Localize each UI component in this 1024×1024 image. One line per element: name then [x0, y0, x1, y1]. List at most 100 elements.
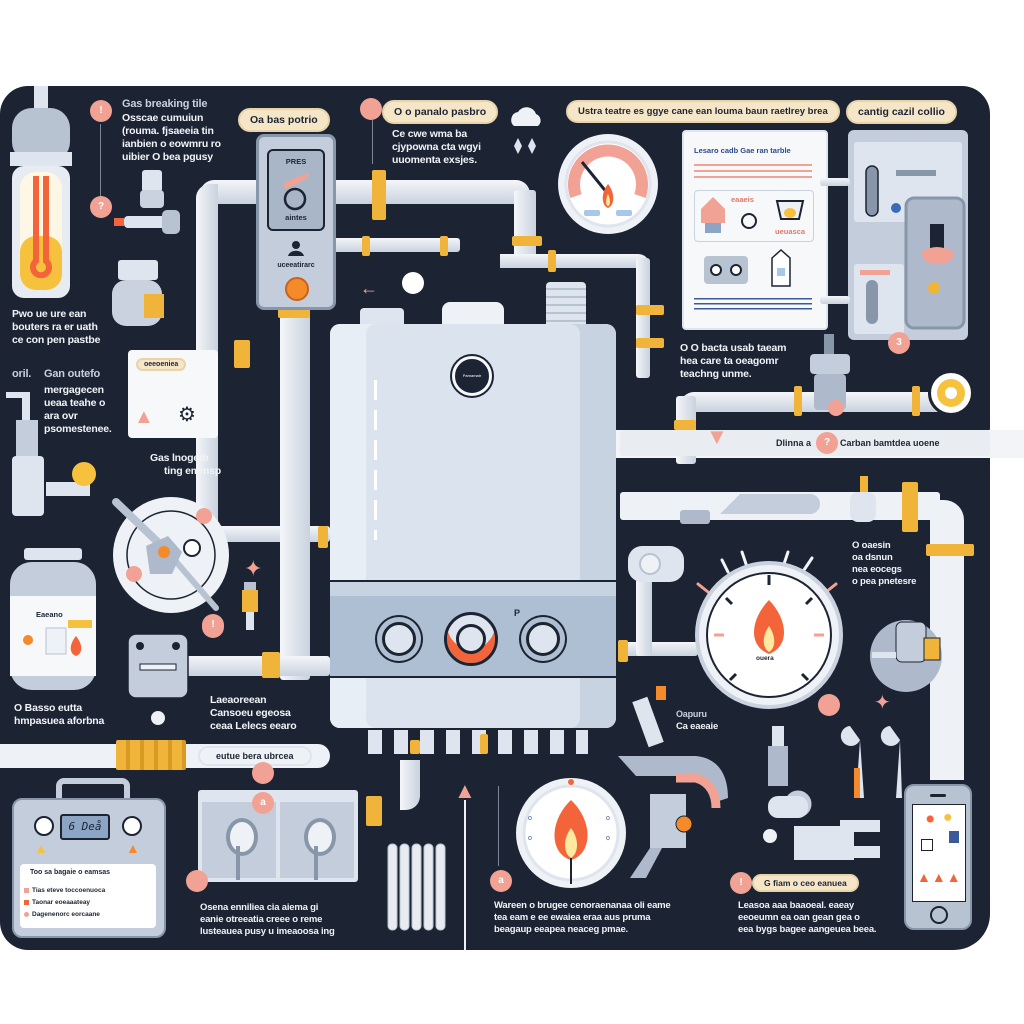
text-line: psomestenee. — [44, 423, 112, 435]
meter-dial-icon — [928, 370, 974, 416]
badge: ! — [202, 614, 224, 636]
app-icon — [921, 839, 933, 851]
fitting — [674, 420, 696, 430]
isolator-panel — [198, 790, 358, 882]
tank-label: Eaeano — [36, 610, 63, 619]
meter-knob[interactable] — [34, 816, 54, 836]
pipe-to-right — [500, 254, 650, 268]
meter-display: 6 Deå — [68, 820, 102, 833]
divider-line — [498, 786, 499, 866]
fitting — [234, 340, 250, 368]
fitting — [116, 740, 186, 770]
badge — [186, 870, 208, 892]
text-line: mergagecen — [44, 384, 104, 396]
meter-body: 6 Deå ▲ ▲ Too sa bagaie o eamsas Tias et… — [12, 798, 166, 938]
outlet-valve-icon — [6, 392, 96, 516]
isolator-handle[interactable] — [226, 818, 258, 856]
boiler-side-stripe — [374, 380, 377, 540]
gas-valve-button[interactable] — [285, 277, 309, 301]
fitting — [618, 640, 628, 662]
text-line: O Basso eutta — [14, 702, 83, 714]
gas-meter-icon — [870, 620, 942, 692]
text-line: Leasoa aaa baaoeal. eaeay — [738, 900, 854, 911]
fitting — [912, 386, 920, 416]
thermocouple-icon — [10, 86, 72, 298]
badge: a — [252, 792, 274, 814]
temperature-knob[interactable] — [382, 622, 416, 656]
warning-triangle-icon: ▲ — [34, 840, 48, 856]
flue-note: O O bacta usab taeam hea care ta oeagomr… — [680, 342, 786, 381]
pipe-stub — [820, 296, 850, 304]
main-dial[interactable] — [444, 612, 498, 666]
text-line: eea bygs bagee aangeuea beea. — [738, 924, 877, 935]
arrow-left-icon: ← — [360, 278, 378, 298]
gas-valve-mid-label: aintes — [285, 213, 307, 222]
text-line: Pwo ue ure ean — [12, 308, 87, 320]
arrow-line — [464, 800, 466, 950]
valve-handle-icon — [768, 726, 788, 786]
fitting — [278, 308, 310, 318]
phone-home-button[interactable] — [930, 906, 948, 924]
user-icon — [288, 241, 304, 256]
boiler: Pamamatr P — [330, 324, 616, 728]
badge: ! — [90, 100, 112, 122]
text-line: tea eam e ee ewaiea eraa aus pruma — [494, 912, 651, 923]
boiler-logo: Pamamatr — [450, 354, 494, 398]
gas-valve-top-label: PRES — [285, 157, 307, 166]
tools-label: Ca eaeaie — [676, 721, 719, 732]
pipe-center-low — [150, 656, 330, 676]
text-line: O O bacta usab taeam — [680, 342, 787, 354]
gas-cylinder-icon — [10, 548, 96, 690]
radiator-icon — [387, 843, 446, 931]
text-line: lusteauea pusy u imeaoosa ing — [200, 926, 335, 937]
phone-screen: ▲▲▲ — [912, 804, 966, 902]
flame-gauge-note: O oaesin oa dsnun nea eocegs o pea pnete… — [852, 540, 916, 588]
fitting — [440, 236, 448, 256]
text-line: oa dsnun — [852, 552, 893, 563]
sensor-icon — [242, 582, 258, 630]
pipe-flue — [680, 392, 940, 412]
pilot-assembly-icon — [112, 497, 229, 613]
arrow-down-icon: ▼ — [706, 424, 728, 449]
fitting — [512, 236, 542, 246]
tag-icon — [771, 248, 791, 287]
text-line: Wareen o brugee cenoraenanaa oli eame — [494, 900, 671, 911]
pipe-right-drop — [636, 258, 650, 378]
fitting — [262, 652, 280, 678]
flame-row-icon: ▲▲▲ — [917, 869, 962, 885]
carbon-prefix: Dlinna a — [776, 438, 812, 448]
gas-outlet-prefix: oril. — [12, 368, 32, 380]
pressure-knob[interactable] — [526, 622, 560, 656]
thermocouple-body: Osscae cumuiun (rouma. fjsaeeia tin ianb… — [122, 112, 221, 164]
svg-text:o: o — [606, 835, 610, 842]
badge — [252, 762, 274, 784]
isolator-handle[interactable] — [304, 818, 336, 856]
pressure-label: O o panalo pasbro — [382, 100, 499, 124]
flame-gauge-label: ouera — [756, 655, 774, 662]
warning-label: oeeoeniea — [136, 358, 187, 371]
fitting — [366, 796, 382, 826]
text-line: ceaa Lelecs eearo — [210, 720, 297, 732]
gate-valve-icon — [810, 334, 850, 416]
phone[interactable]: ▲▲▲ — [904, 784, 972, 930]
isolator-lever — [236, 846, 240, 880]
fitting — [636, 338, 664, 348]
text-line: hea care ta oeagomr — [680, 355, 779, 367]
torch-icon — [632, 686, 666, 748]
text-line: ianbien o eowmru ro — [122, 138, 221, 150]
caulk-gun-icon — [618, 756, 728, 878]
fitting — [480, 734, 488, 754]
pipe-stub — [820, 178, 850, 186]
meter-item: Tias eteve toccoenuoca — [32, 887, 106, 894]
badge — [360, 98, 382, 120]
text-line: eanie otreeatia creee o reme — [200, 914, 323, 925]
text-line: hmpasuea aforbna — [14, 715, 105, 727]
checklist-caption-2: ueuasca — [775, 227, 806, 236]
regulator-icon — [112, 260, 164, 326]
meter-knob[interactable] — [122, 816, 142, 836]
fitting — [794, 386, 802, 416]
text-line: O oaesin — [852, 540, 891, 551]
text-line: Osena enniliea cia aiema gi — [200, 902, 319, 913]
checklist-sheet-title: Lesaro cadb Gae ran tarble — [694, 146, 791, 155]
